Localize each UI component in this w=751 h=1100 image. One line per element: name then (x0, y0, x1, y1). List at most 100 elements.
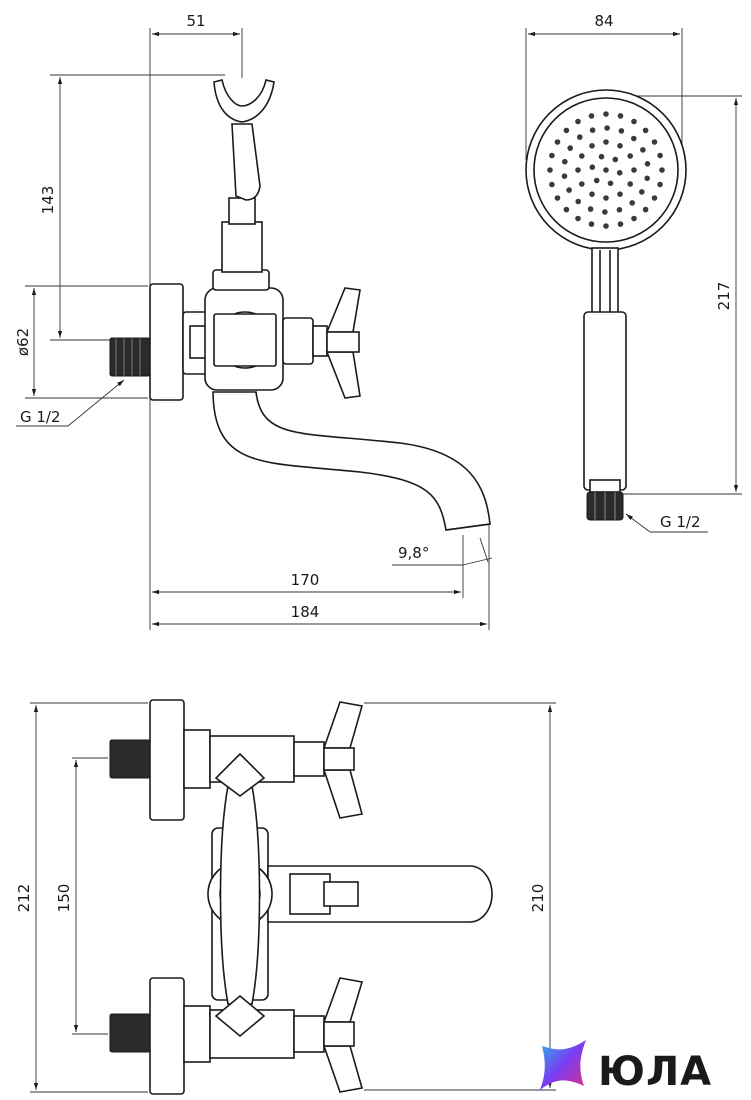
nozzle (577, 134, 583, 140)
dim-51-label: 51 (186, 12, 205, 30)
nozzle (602, 209, 608, 215)
top-tap-handle-b (322, 769, 364, 819)
top-holder (219, 785, 261, 1005)
nozzle (575, 118, 581, 125)
nozzle (631, 167, 637, 173)
nozzle (593, 177, 600, 184)
brand-logo: ЮЛА (540, 1040, 712, 1095)
top-diamond-nut (214, 752, 266, 797)
dim-184-label: 184 (291, 603, 320, 621)
nozzle (642, 206, 649, 213)
nozzle (575, 167, 581, 173)
nozzle (617, 191, 623, 197)
nozzle (629, 200, 635, 206)
top-flange (149, 699, 185, 821)
shower-handle (583, 311, 627, 491)
logo-mark (540, 1040, 586, 1090)
nozzle (644, 175, 650, 182)
tap-handle-lower (325, 351, 361, 399)
nozzle (563, 127, 570, 134)
dim-210-label: 210 (529, 884, 547, 913)
nozzle (603, 139, 609, 145)
nozzle (617, 113, 624, 119)
nozzle (642, 127, 649, 134)
nozzle (651, 195, 658, 201)
nozzle (617, 221, 624, 227)
spout (212, 391, 491, 531)
nozzle (575, 215, 581, 222)
hand-shower-view: 84 217 G 1/2 (525, 12, 742, 533)
top-inlet (109, 739, 151, 779)
angle-label: 9,8° (398, 544, 429, 562)
side-view-mixer: 51 143 ø62 G 1/2 9,8° 170 184 (14, 12, 493, 630)
nozzle (579, 181, 585, 187)
thread-left-label: G 1/2 (20, 408, 61, 426)
nozzle (612, 156, 619, 163)
nozzle (587, 206, 594, 212)
nozzle (575, 198, 581, 205)
nozzle (603, 167, 609, 173)
dim-170-label: 170 (291, 571, 320, 589)
nozzle (579, 153, 585, 159)
nozzle (589, 164, 596, 170)
shower-nozzles (547, 111, 665, 229)
bottom-inlet (109, 1013, 151, 1053)
nozzle (561, 173, 568, 179)
nozzle (616, 170, 623, 176)
riser-column (221, 221, 263, 273)
shower-neck (591, 247, 619, 315)
nozzle (603, 111, 609, 117)
wall-flange (149, 283, 184, 401)
nozzle (549, 152, 555, 159)
nozzle (603, 223, 609, 229)
nozzle (617, 143, 623, 149)
nozzle (631, 118, 637, 125)
nozzle (659, 167, 665, 173)
nozzle (603, 195, 609, 201)
nozzle (567, 145, 573, 151)
nozzle (618, 128, 625, 134)
tap-handle-upper (325, 287, 361, 333)
dim-143-label: 143 (39, 186, 57, 215)
nozzle (640, 147, 646, 153)
nozzle (566, 187, 572, 193)
thread-right-label: G 1/2 (660, 513, 701, 531)
nozzle (627, 181, 633, 187)
nozzle (631, 215, 637, 222)
nozzle (588, 113, 595, 119)
nozzle (607, 180, 614, 187)
dim-84-label: 84 (594, 12, 613, 30)
dim-212-label: 212 (15, 884, 33, 913)
nozzle (598, 153, 605, 160)
brand-name: ЮЛА (598, 1049, 712, 1095)
dim-62-label: ø62 (14, 328, 32, 356)
nozzle (651, 139, 658, 145)
nozzle (549, 181, 555, 188)
nozzle (657, 181, 663, 188)
nozzle (554, 139, 561, 145)
nozzle (627, 153, 633, 159)
shower-holder-cradle (213, 79, 275, 123)
nozzle (563, 206, 570, 213)
nozzle (554, 195, 561, 201)
nozzle (657, 152, 663, 159)
nozzle (589, 191, 595, 197)
bottom-flange (149, 977, 185, 1095)
nozzle (644, 161, 651, 167)
nozzle (547, 167, 553, 173)
top-tap-handle-a (322, 701, 364, 749)
nozzle (562, 158, 568, 165)
nozzle (616, 207, 623, 213)
bottom-diamond-nut (214, 994, 266, 1038)
bottom-tap-handle-a (322, 977, 364, 1023)
shower-holder-arm (231, 123, 261, 201)
nozzle (588, 221, 595, 227)
nozzle (631, 135, 637, 142)
top-view-mixer: 212 150 210 (15, 699, 556, 1095)
nozzle (589, 143, 595, 149)
dim-150-label: 150 (55, 884, 73, 913)
nozzle (589, 127, 596, 133)
nozzle (639, 189, 645, 195)
dim-217-label: 217 (715, 282, 733, 311)
